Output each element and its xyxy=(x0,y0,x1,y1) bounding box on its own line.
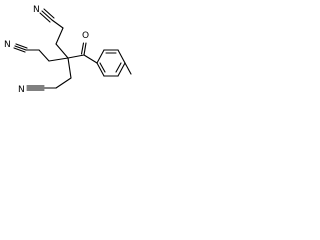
triple-bond-top-c xyxy=(43,8,55,19)
atom-o-carbonyl: O xyxy=(82,31,89,41)
triple-bond-left-b xyxy=(13,47,26,53)
molecule-svg: N N N O xyxy=(4,5,132,95)
bond-quat-to-carbonyl xyxy=(67,54,85,59)
triple-bond-top-a xyxy=(41,10,53,21)
atom-n-left: N xyxy=(4,40,11,50)
bond-left-1 xyxy=(48,57,69,62)
atom-n-top: N xyxy=(33,5,40,15)
atom-n-bottom: N xyxy=(18,85,25,95)
bond-top-2 xyxy=(55,27,64,45)
bottom-cyanoethyl-arm: N xyxy=(18,57,72,95)
triple-bond-top-b xyxy=(39,12,51,23)
ring-inner-bond-b xyxy=(115,62,122,73)
ring-bond-1 xyxy=(96,49,105,64)
ring-inner-bond-c xyxy=(99,62,106,73)
bond-ring-to-methyl xyxy=(124,62,132,75)
bond-carbonyl-to-ring xyxy=(83,54,98,64)
ring-bond-4 xyxy=(117,62,126,77)
bond-left-2 xyxy=(38,49,50,62)
carbonyl-group: O xyxy=(67,31,98,64)
bond-bottom-1 xyxy=(67,57,72,79)
benzene-ring xyxy=(96,49,132,77)
top-cyanoethyl-arm: N xyxy=(33,5,69,59)
left-cyanoethyl-arm: N xyxy=(4,40,69,62)
ring-bond-3 xyxy=(117,49,126,64)
structure-diagram: N N N O xyxy=(0,0,132,116)
double-bond-co-a xyxy=(83,42,87,56)
ring-bond-6 xyxy=(96,62,105,77)
bond-top-3 xyxy=(51,19,64,29)
bond-bottom-2 xyxy=(55,77,72,89)
triple-bond-left-a xyxy=(14,45,27,51)
triple-bond-left-c xyxy=(15,43,28,49)
bond-top-1 xyxy=(55,43,69,59)
double-bond-co-b xyxy=(80,42,85,55)
